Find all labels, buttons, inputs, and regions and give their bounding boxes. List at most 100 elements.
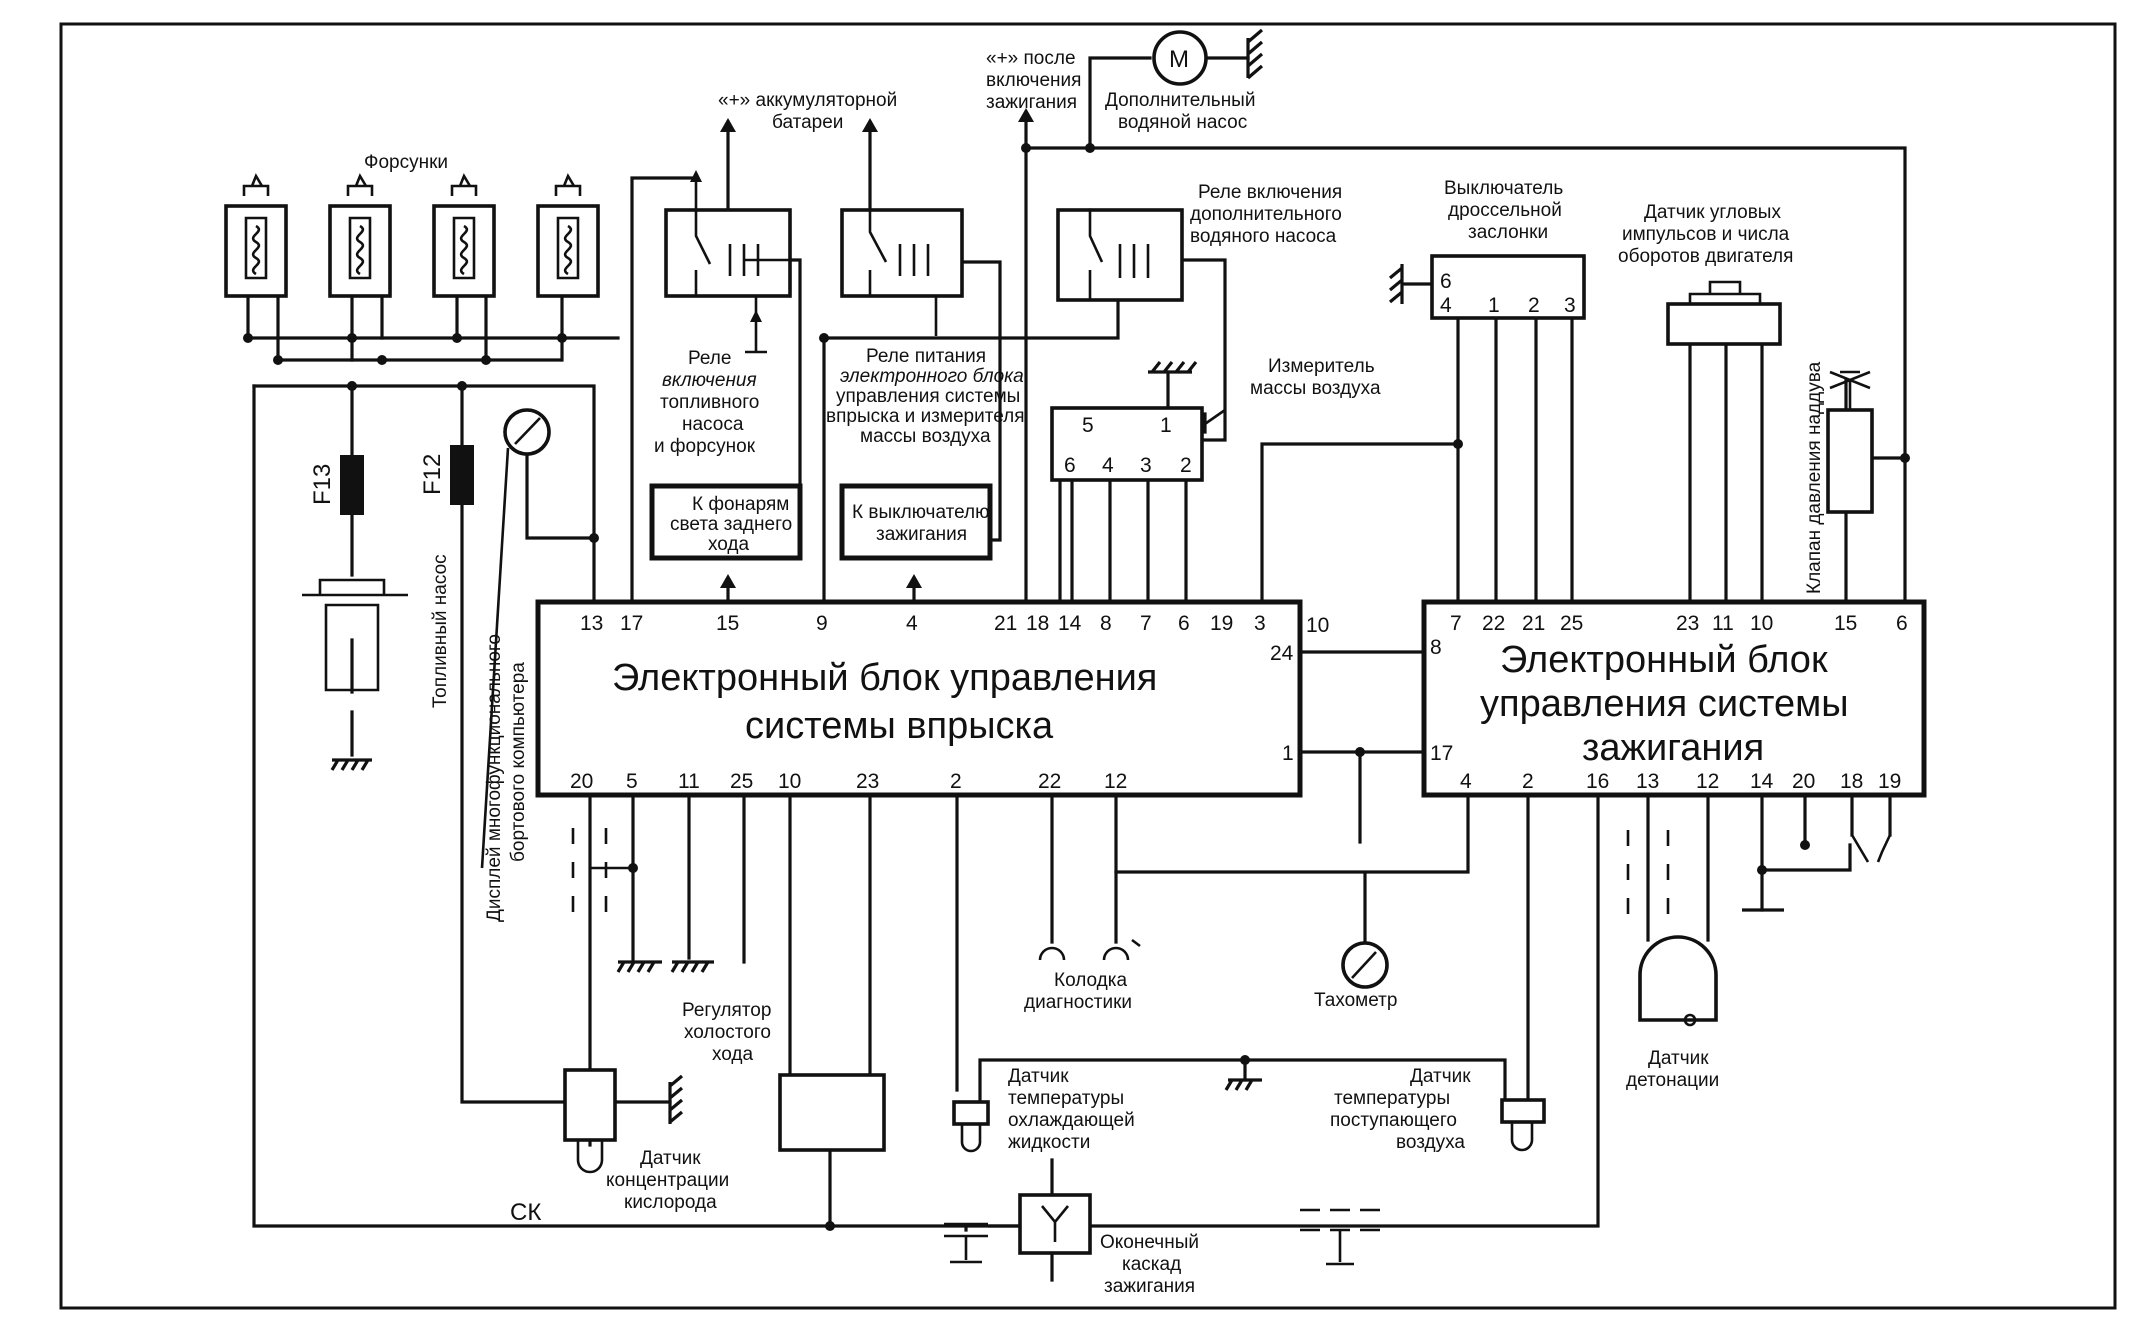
svg-text:температуры: температуры bbox=[1008, 1088, 1124, 1109]
idle-regulator-label: Регулятор холостого хода bbox=[682, 1000, 771, 1065]
output-stage bbox=[944, 1193, 1380, 1266]
svg-text:импульсов и числа: импульсов и числа bbox=[1622, 224, 1790, 245]
svg-text:бортового компьютера: бортового компьютера bbox=[508, 662, 529, 862]
battery-plus-label: «+» аккумуляторной батареи bbox=[718, 90, 897, 133]
svg-text:Колодка: Колодка bbox=[1054, 970, 1127, 991]
intake-air-sensor-label: Датчик температуры поступающего воздуха bbox=[1330, 1066, 1471, 1153]
ck-label: СК bbox=[510, 1199, 541, 1226]
svg-text:17: 17 bbox=[1430, 742, 1453, 765]
coolant-sensor bbox=[952, 1078, 1262, 1153]
svg-text:детонации: детонации bbox=[1626, 1070, 1719, 1091]
svg-text:3: 3 bbox=[1564, 294, 1576, 317]
svg-text:22: 22 bbox=[1038, 770, 1061, 793]
fuse-f12-label: F12 bbox=[419, 454, 446, 495]
injector-group: Форсунки bbox=[224, 152, 600, 298]
ignition-switch-label: К выключателю зажигания bbox=[852, 502, 989, 545]
svg-text:7: 7 bbox=[1140, 612, 1152, 635]
fuse-f12 bbox=[450, 445, 474, 505]
fuse-f13-label: F13 bbox=[309, 464, 336, 505]
svg-text:зажигания: зажигания bbox=[1582, 727, 1764, 769]
svg-text:Дополнительный: Дополнительный bbox=[1105, 90, 1255, 111]
diagram-frame bbox=[59, 22, 2117, 1310]
svg-text:8: 8 bbox=[1100, 612, 1112, 635]
svg-text:18: 18 bbox=[1840, 770, 1863, 793]
svg-text:диагностики: диагностики bbox=[1024, 992, 1132, 1013]
ignition-top-pins: 7 22 21 25 23 11 10 15 6 bbox=[1450, 612, 1908, 635]
svg-text:1: 1 bbox=[1160, 414, 1172, 437]
svg-text:6: 6 bbox=[1064, 454, 1076, 477]
svg-text:20: 20 bbox=[570, 770, 593, 793]
svg-text:20: 20 bbox=[1792, 770, 1815, 793]
svg-text:2: 2 bbox=[1528, 294, 1540, 317]
svg-text:25: 25 bbox=[1560, 612, 1583, 635]
svg-text:4: 4 bbox=[1460, 770, 1472, 793]
svg-text:19: 19 bbox=[1210, 612, 1233, 635]
svg-text:2: 2 bbox=[1180, 454, 1192, 477]
svg-text:К выключателю: К выключателю bbox=[852, 502, 989, 523]
svg-text:18: 18 bbox=[1026, 612, 1049, 635]
knock-sensor bbox=[1626, 830, 1784, 1027]
crank-sensor bbox=[1666, 280, 1782, 346]
oxygen-sensor bbox=[563, 1068, 684, 1174]
svg-text:холостого: холостого bbox=[684, 1022, 771, 1043]
svg-text:4: 4 bbox=[1102, 454, 1114, 477]
throttle-switch bbox=[1388, 254, 1586, 320]
svg-text:19: 19 bbox=[1878, 770, 1901, 793]
svg-text:23: 23 bbox=[1676, 612, 1699, 635]
svg-text:зажигания: зажигания bbox=[986, 92, 1077, 113]
ignition-ecu-title: Электронный блок управления системы зажи… bbox=[1480, 639, 1849, 769]
oxygen-sensor-label: Датчик концентрации кислорода bbox=[606, 1148, 729, 1213]
svg-text:водяного насоса: водяного насоса bbox=[1190, 226, 1337, 247]
svg-text:хода: хода bbox=[708, 534, 750, 555]
svg-text:Датчик угловых: Датчик угловых bbox=[1644, 202, 1781, 223]
fuel-pump-relay bbox=[664, 118, 792, 354]
fuel-relay-label: Реле включения топливного насоса и форсу… bbox=[654, 348, 759, 457]
fuse-f13 bbox=[340, 455, 364, 515]
svg-text:системы впрыска: системы впрыска bbox=[745, 705, 1054, 747]
svg-text:каскад: каскад bbox=[1122, 1254, 1181, 1275]
svg-text:света заднего: света заднего bbox=[670, 514, 792, 535]
svg-text:впрыска и измерителя: впрыска и измерителя bbox=[826, 406, 1025, 427]
fuel-pump-label: Топливный насос bbox=[430, 554, 451, 708]
crank-sensor-label: Датчик угловых импульсов и числа оборото… bbox=[1618, 202, 1793, 267]
svg-text:дополнительного: дополнительного bbox=[1190, 204, 1342, 225]
svg-text:6: 6 bbox=[1440, 270, 1452, 293]
svg-text:концентрации: концентрации bbox=[606, 1170, 729, 1191]
junctions bbox=[243, 143, 1910, 1231]
svg-text:1: 1 bbox=[1488, 294, 1500, 317]
diag-connector bbox=[1038, 938, 1141, 961]
svg-text:Измеритель: Измеритель bbox=[1268, 356, 1375, 377]
injection-bottom-pins: 20 5 11 25 10 23 2 22 12 bbox=[570, 770, 1127, 793]
svg-text:воздуха: воздуха bbox=[1396, 1132, 1465, 1153]
svg-text:17: 17 bbox=[620, 612, 643, 635]
water-pump-label: Дополнительный водяной насос bbox=[1105, 90, 1255, 133]
intake-air-sensor bbox=[1500, 1098, 1546, 1152]
svg-text:2: 2 bbox=[950, 770, 962, 793]
knock-sensor-label: Датчик детонации bbox=[1626, 1048, 1719, 1091]
svg-text:25: 25 bbox=[730, 770, 753, 793]
svg-text:управления системы: управления системы bbox=[836, 386, 1020, 407]
pump-relay-label: Реле включения дополнительного водяного … bbox=[1190, 182, 1342, 247]
ignition-bottom-pins: 4 2 16 13 12 14 20 18 19 bbox=[1460, 770, 1901, 793]
svg-text:Датчик: Датчик bbox=[1008, 1066, 1069, 1087]
injectors-label: Форсунки bbox=[364, 152, 448, 173]
display-gauge bbox=[480, 408, 551, 869]
coolant-sensor-label: Датчик температуры охлаждающей жидкости bbox=[1008, 1066, 1135, 1153]
svg-text:зажигания: зажигания bbox=[876, 524, 967, 545]
maf-pins: 5 1 6 4 3 2 bbox=[1064, 414, 1192, 477]
ignition-ecu bbox=[1421, 599, 1927, 798]
output-stage-label: Оконечный каскад зажигания bbox=[1100, 1232, 1199, 1297]
svg-text:21: 21 bbox=[994, 612, 1017, 635]
injection-ecu bbox=[535, 599, 1303, 798]
injection-grounds bbox=[571, 828, 714, 973]
boost-valve bbox=[1826, 370, 1874, 514]
svg-text:12: 12 bbox=[1696, 770, 1719, 793]
svg-text:зажигания: зажигания bbox=[1104, 1276, 1195, 1297]
svg-text:4: 4 bbox=[906, 612, 918, 635]
svg-text:7: 7 bbox=[1450, 612, 1462, 635]
svg-text:температуры: температуры bbox=[1334, 1088, 1450, 1109]
svg-text:Дисплей многофункционального: Дисплей многофункционального bbox=[484, 634, 505, 922]
svg-text:24: 24 bbox=[1270, 642, 1294, 665]
svg-text:4: 4 bbox=[1440, 294, 1452, 317]
svg-text:22: 22 bbox=[1482, 612, 1505, 635]
